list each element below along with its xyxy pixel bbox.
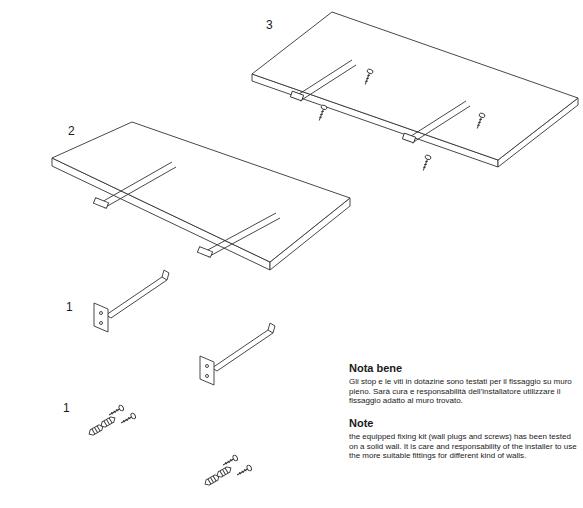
shelf-3 xyxy=(252,12,578,172)
fixing-kit xyxy=(204,454,253,486)
shelf-2 xyxy=(52,122,350,270)
note-heading: Nota bene xyxy=(349,362,549,375)
note-text: the equipped fixing kit (wall plugs and … xyxy=(349,432,577,461)
callout-number: 1 xyxy=(63,401,83,415)
callout-number: 3 xyxy=(266,18,286,32)
bracket xyxy=(200,323,275,385)
note-heading: Note xyxy=(349,417,549,430)
bracket xyxy=(94,270,169,332)
callout-number: 1 xyxy=(66,300,86,314)
fixing-kit xyxy=(88,404,137,436)
callout-number: 2 xyxy=(68,124,88,138)
note-text: Gli stop e le viti in dotazine sono test… xyxy=(349,377,577,406)
